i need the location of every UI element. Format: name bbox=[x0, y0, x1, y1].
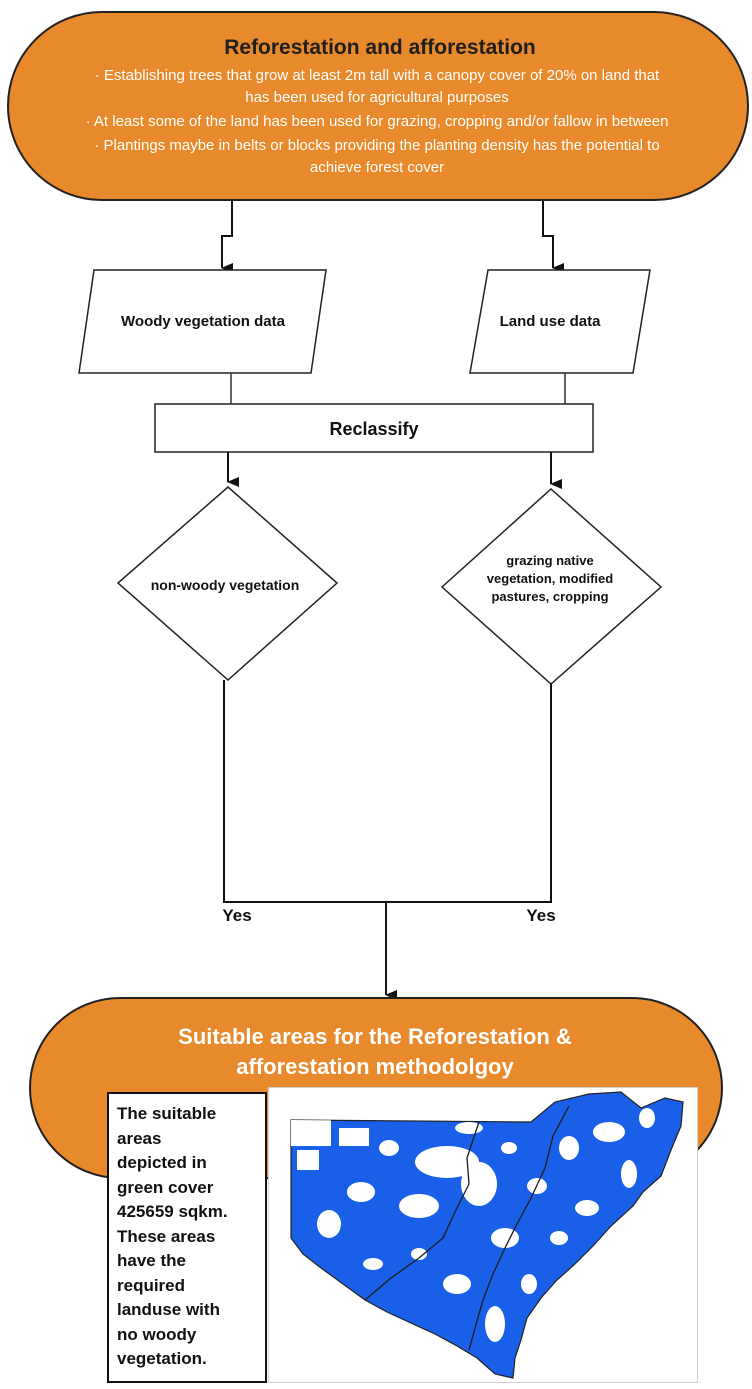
note-line: depicted in bbox=[117, 1153, 207, 1172]
result-title-line: Suitable areas for the Reforestation & bbox=[178, 1024, 572, 1049]
map-boundary-line-west bbox=[364, 1121, 480, 1301]
note-line: landuse with bbox=[117, 1300, 220, 1319]
header-bullet-line: · At least some of the land has been use… bbox=[85, 113, 669, 130]
connector-header-to-landuse bbox=[542, 200, 564, 273]
note-line: have the bbox=[117, 1251, 186, 1270]
header-bullet-line: achieve forest cover bbox=[309, 159, 445, 176]
woody-data-label: Woody vegetation data bbox=[121, 312, 285, 330]
decision-right-line: pastures, cropping bbox=[491, 589, 609, 604]
note-box: The suitable areas depicted in green cov… bbox=[107, 1092, 267, 1383]
reclassify-box bbox=[154, 403, 594, 453]
suitability-map bbox=[268, 1087, 698, 1383]
map-boundary-line-east bbox=[468, 1105, 570, 1351]
decision-right-label: grazing native vegetation, modified past… bbox=[462, 552, 638, 624]
note-line: 425659 sqkm. bbox=[117, 1202, 228, 1221]
header-bullet-line: · Establishing trees that grow at least … bbox=[94, 67, 660, 84]
result-title-line: afforestation methodolgoy bbox=[236, 1054, 514, 1079]
header-bullet-line: · Plantings maybe in belts or blocks pro… bbox=[94, 137, 660, 154]
note-line: The suitable bbox=[117, 1104, 217, 1123]
header-bullet-line: has been used for agricultural purposes bbox=[245, 89, 509, 106]
map-nonsuitable-patches bbox=[291, 1108, 655, 1342]
landuse-data-input bbox=[469, 269, 651, 374]
note-line: green cover bbox=[117, 1177, 214, 1197]
header-terminator bbox=[7, 11, 749, 201]
map-svg bbox=[290, 1091, 684, 1379]
woody-data-input bbox=[78, 269, 327, 374]
header-title: Reforestation and afforestation bbox=[224, 36, 536, 59]
note-line: areas bbox=[117, 1128, 162, 1148]
connector-yes-merge bbox=[223, 680, 552, 903]
decision-right-line: vegetation, modified bbox=[486, 571, 614, 586]
yes-label-left: Yes bbox=[222, 906, 252, 925]
note-line: required bbox=[117, 1275, 186, 1295]
note-line: These areas bbox=[117, 1226, 216, 1246]
yes-label-right: Yes bbox=[526, 906, 556, 925]
result-title: Suitable areas for the Reforestation & a… bbox=[60, 1022, 690, 1082]
reclassify-label: Reclassify bbox=[329, 418, 419, 439]
map-region-fill bbox=[290, 1091, 684, 1379]
note-line: no woody bbox=[117, 1324, 197, 1344]
connector-header-to-woody bbox=[221, 200, 233, 273]
landuse-data-label: Land use data bbox=[499, 312, 601, 330]
decision-left bbox=[116, 486, 339, 682]
note-line: vegetation. bbox=[117, 1349, 207, 1368]
decision-right-line: grazing native bbox=[506, 553, 594, 568]
decision-left-label: non-woody vegetation bbox=[150, 577, 300, 593]
